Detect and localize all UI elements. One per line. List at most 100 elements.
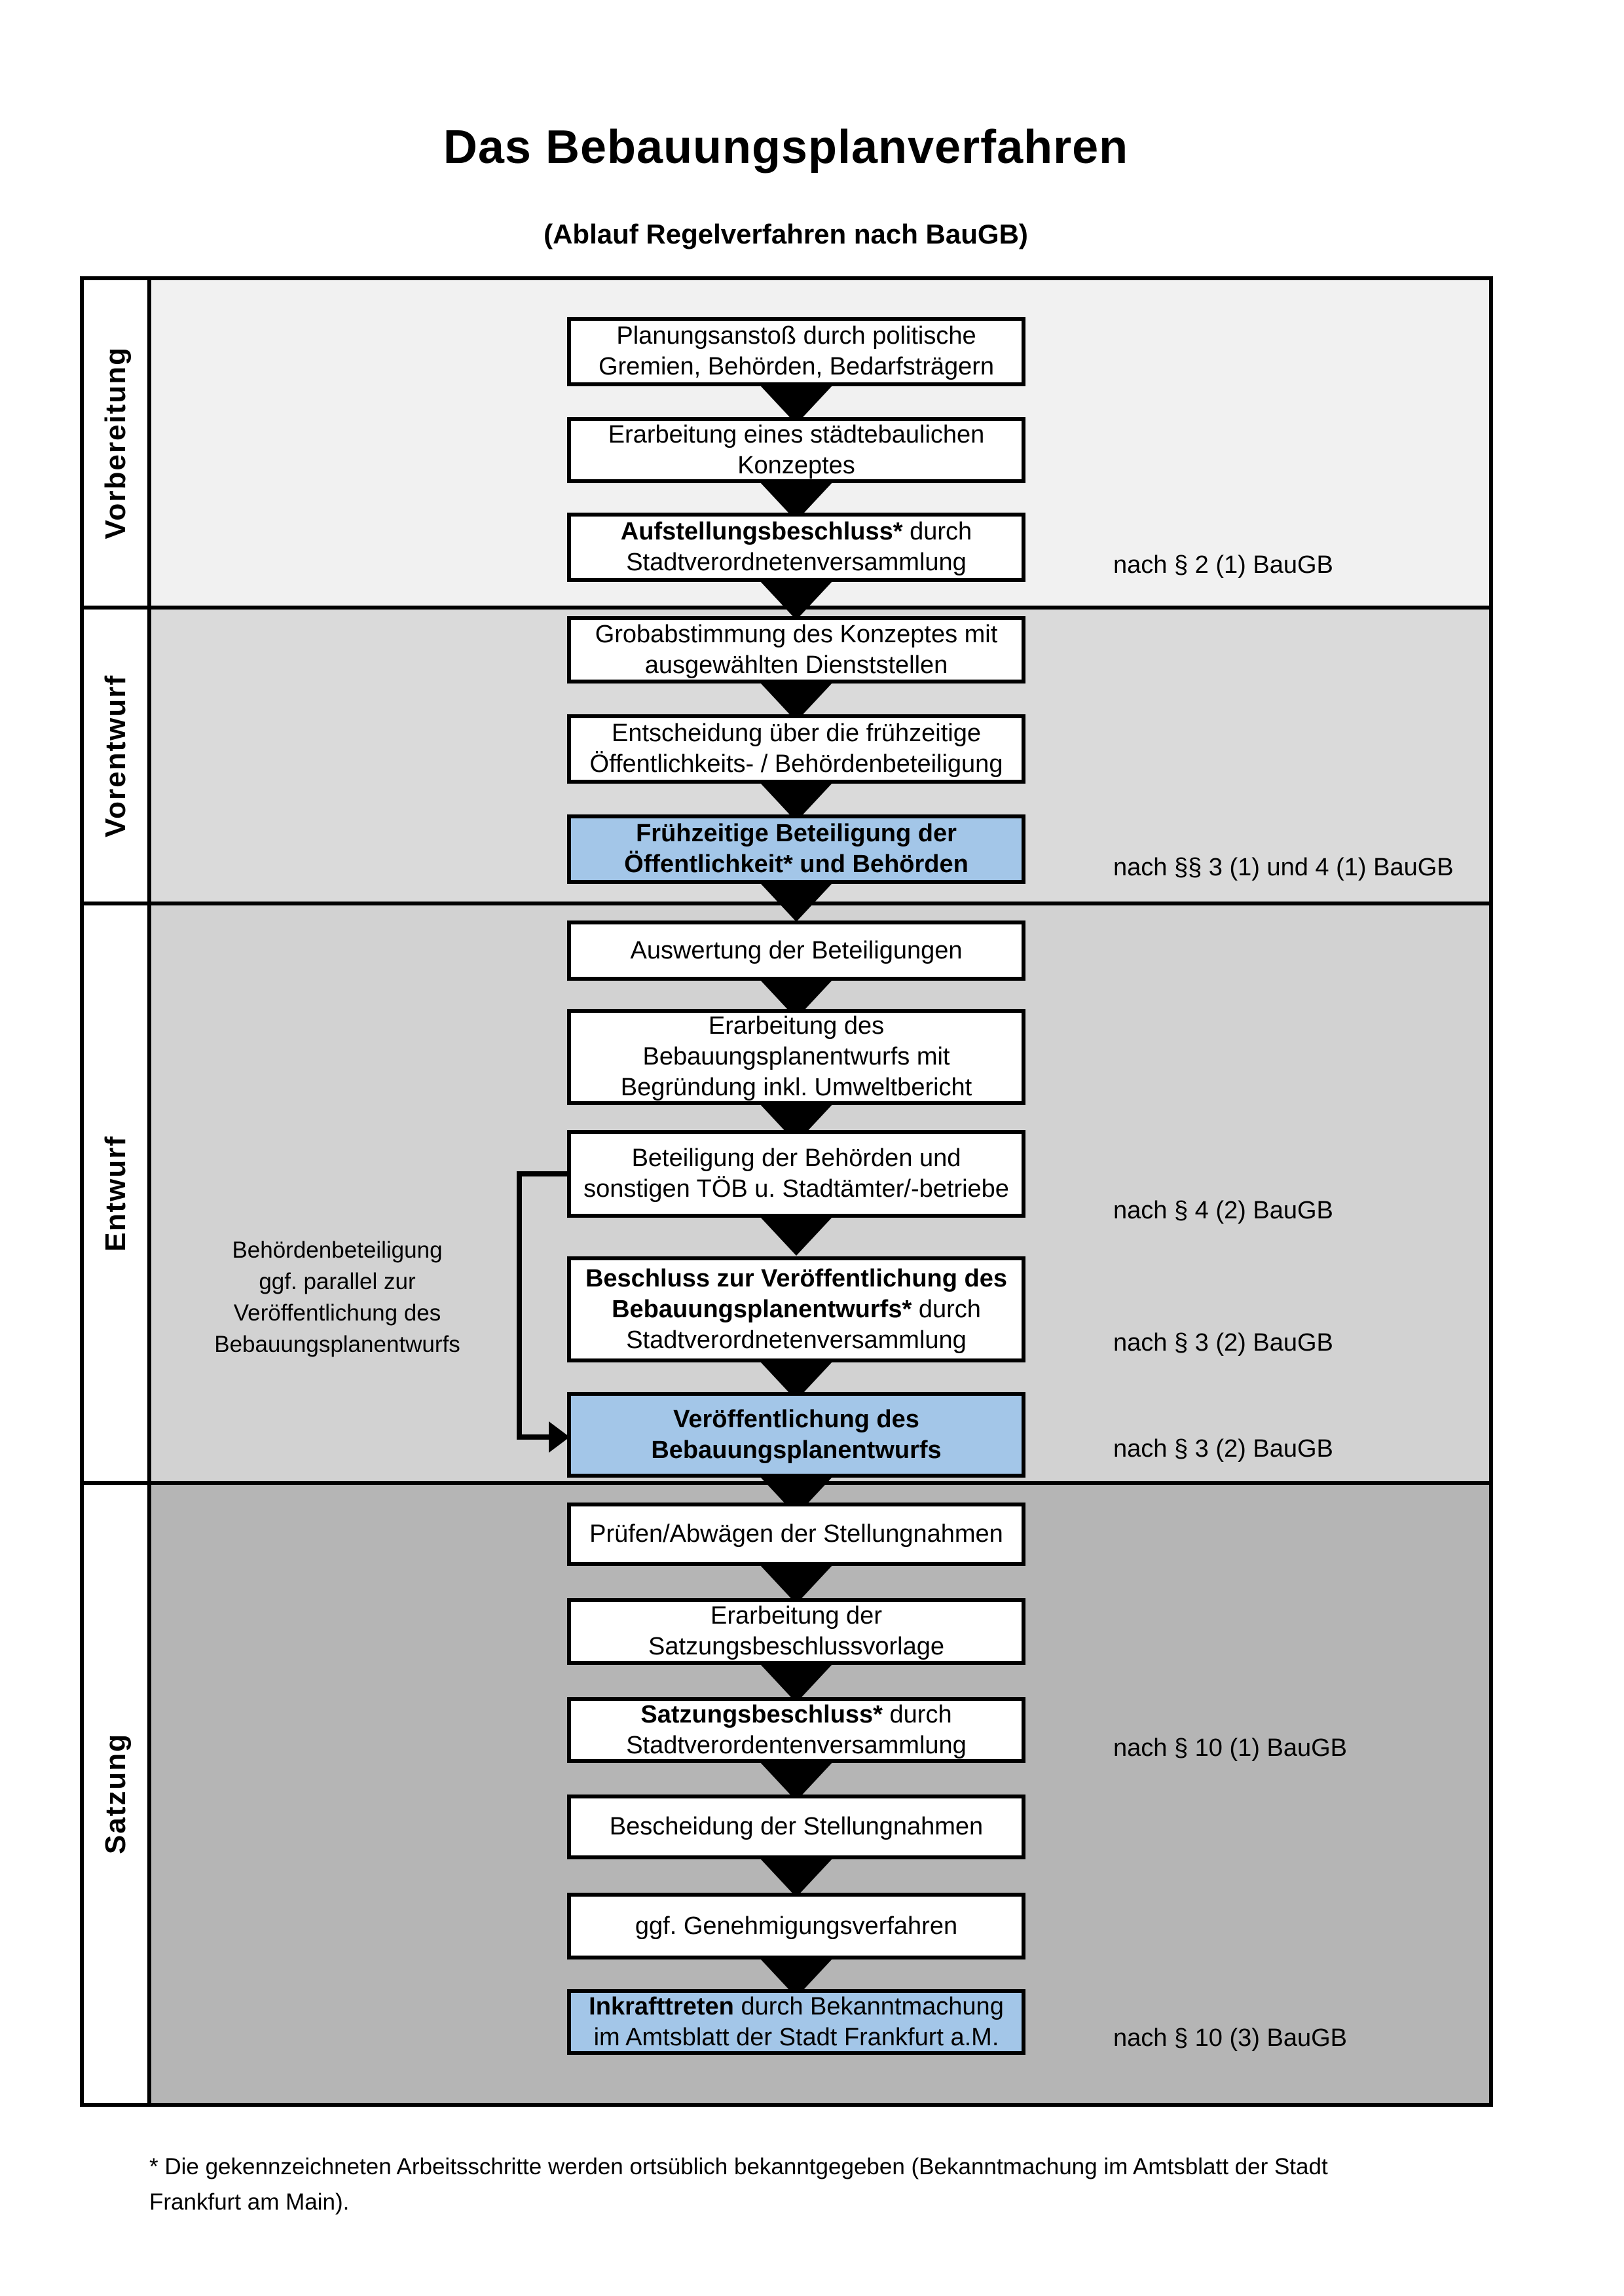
annotation-paragraph-3-4-1: nach §§ 3 (1) und 4 (1) BauGB bbox=[1113, 854, 1454, 881]
side-note-line: Veröffentlichung des bbox=[233, 1300, 441, 1326]
box-text-line: Beteiligung der Behörden und bbox=[632, 1143, 961, 1174]
section-label-vorbereitung: Vorbereitung bbox=[99, 346, 132, 539]
flow-box-konzept-erarbeitung: Erarbeitung eines städtebaulichen Konzep… bbox=[567, 417, 1025, 483]
box-text-bold: Frühzeitige Beteiligung der bbox=[636, 820, 957, 847]
box-text-line: Inkrafttreten durch Bekanntmachung bbox=[589, 1992, 1004, 2022]
box-text-bold: Bebauungsplanentwurfs bbox=[651, 1436, 942, 1464]
flow-box-entscheidung-beteiligung: Entscheidung über die frühzeitige Öffent… bbox=[567, 714, 1025, 784]
annotation-paragraph-10-1: nach § 10 (1) BauGB bbox=[1113, 1734, 1347, 1762]
box-text: durch Bekanntmachung bbox=[733, 1992, 1004, 2020]
box-text-bold: Veröffentlichung des bbox=[673, 1405, 919, 1433]
box-text: Begründung inkl. Umweltbericht bbox=[620, 1074, 972, 1101]
flow-box-behoerdenbeteiligung: Beteiligung der Behörden und sonstigen T… bbox=[567, 1130, 1025, 1218]
annotation-paragraph-3-2-a: nach § 3 (2) BauGB bbox=[1113, 1329, 1333, 1357]
box-text-line: Aufstellungsbeschluss* durch bbox=[621, 517, 972, 547]
box-text-line: Grobabstimmung des Konzeptes mit bbox=[595, 619, 998, 650]
box-text: Erarbeitung eines städtebaulichen bbox=[608, 420, 985, 448]
side-note-line: Bebauungsplanentwurfs bbox=[214, 1332, 460, 1357]
footnote-line: * Die gekennzeichneten Arbeitsschritte w… bbox=[149, 2154, 1328, 2179]
section-label-cell: Satzung bbox=[84, 1485, 151, 2103]
box-text: ggf. Genehmigungsverfahren bbox=[635, 1912, 958, 1940]
box-text: Konzeptes bbox=[737, 451, 855, 479]
flow-box-veroeffentlichung: Veröffentlichung des Bebauungsplanentwur… bbox=[567, 1392, 1025, 1478]
annotation-paragraph-2-1: nach § 2 (1) BauGB bbox=[1113, 551, 1333, 579]
side-note-line: Behördenbeteiligung bbox=[232, 1237, 443, 1263]
box-text-line: Stadtverordnetenversammlung bbox=[626, 547, 967, 578]
box-text-line: Satzungsbeschlussvorlage bbox=[648, 1631, 944, 1662]
box-text-bold: Beschluss zur Veröffentlichung des bbox=[585, 1264, 1008, 1292]
flow-box-inkrafttreten: Inkrafttreten durch Bekanntmachung im Am… bbox=[567, 1989, 1025, 2055]
arrow-down-icon bbox=[760, 1565, 833, 1604]
box-text: Entscheidung über die frühzeitige bbox=[611, 720, 982, 747]
footnote: * Die gekennzeichneten Arbeitsschritte w… bbox=[149, 2149, 1511, 2220]
box-text-line: ausgewählten Dienststellen bbox=[645, 650, 948, 681]
box-text-line: Erarbeitung eines städtebaulichen bbox=[608, 420, 985, 450]
box-text: Bebauungsplanentwurfs mit bbox=[642, 1043, 950, 1070]
flow-box-entwurf-erarbeitung: Erarbeitung des Bebauungsplanentwurfs mi… bbox=[567, 1009, 1025, 1105]
box-text-bold: Bebauungsplanentwurfs* bbox=[612, 1295, 912, 1323]
box-text: Satzungsbeschlussvorlage bbox=[648, 1633, 945, 1660]
section-label-cell: Vorbereitung bbox=[84, 280, 151, 606]
box-text: Bescheidung der Stellungnahmen bbox=[609, 1813, 984, 1840]
box-text: Prüfen/Abwägen der Stellungnahmen bbox=[589, 1520, 1003, 1548]
box-text: im Amtsblatt der Stadt Frankfurt a.M. bbox=[593, 2023, 999, 2051]
box-text-line: Bescheidung der Stellungnahmen bbox=[610, 1812, 983, 1842]
arrow-down-icon bbox=[760, 1216, 833, 1256]
section-label-vorentwurf: Vorentwurf bbox=[99, 674, 132, 837]
box-text: durch bbox=[912, 1295, 981, 1323]
arrow-down-icon bbox=[760, 883, 833, 922]
box-text-line: Auswertung der Beteiligungen bbox=[630, 936, 962, 966]
box-text-bold: Aufstellungsbeschluss* bbox=[620, 518, 903, 545]
flow-box-satzungsbeschluss: Satzungsbeschluss* durch Stadtverordente… bbox=[567, 1697, 1025, 1763]
box-text-line: Beschluss zur Veröffentlichung des bbox=[585, 1264, 1007, 1294]
box-text-line: Konzeptes bbox=[737, 450, 855, 481]
box-text-bold: Inkrafttreten bbox=[589, 1992, 734, 2020]
page-subtitle: (Ablauf Regelverfahren nach BauGB) bbox=[544, 219, 1028, 249]
box-text: Grobabstimmung des Konzeptes mit bbox=[595, 620, 998, 648]
box-text-line: Stadtverordentenversammlung bbox=[626, 1730, 967, 1761]
box-text-line: Bebauungsplanentwurfs mit bbox=[643, 1042, 950, 1072]
box-text: Stadtverordentenversammlung bbox=[626, 1731, 967, 1759]
section-label-entwurf: Entwurf bbox=[99, 1135, 132, 1252]
section-label-cell: Entwurf bbox=[84, 905, 151, 1481]
connector-line bbox=[517, 1171, 570, 1176]
box-text: Planungsanstoß durch politische bbox=[616, 322, 976, 350]
flow-box-aufstellungsbeschluss: Aufstellungsbeschluss* durch Stadtverord… bbox=[567, 513, 1025, 582]
box-text-line: Bebauungsplanentwurfs bbox=[651, 1435, 941, 1466]
flow-box-auswertung: Auswertung der Beteiligungen bbox=[567, 920, 1025, 981]
side-note: Behördenbeteiligung ggf. parallel zur Ve… bbox=[196, 1235, 478, 1360]
box-text-line: Öffentlichkeits- / Behördenbeteiligung bbox=[590, 749, 1003, 780]
annotation-paragraph-10-3: nach § 10 (3) BauGB bbox=[1113, 2024, 1347, 2052]
box-text: Stadtverordnetenversammlung bbox=[626, 549, 967, 576]
arrow-down-icon bbox=[760, 1858, 833, 1897]
box-text-line: Prüfen/Abwägen der Stellungnahmen bbox=[589, 1519, 1003, 1550]
box-text: Gremien, Behörden, Bedarfsträgern bbox=[598, 353, 995, 380]
section-label-cell: Vorentwurf bbox=[84, 610, 151, 902]
flow-box-planungsanstoss: Planungsanstoß durch politische Gremien,… bbox=[567, 317, 1025, 386]
box-text: durch bbox=[882, 1700, 952, 1728]
flow-box-grobabstimmung: Grobabstimmung des Konzeptes mit ausgewä… bbox=[567, 616, 1025, 683]
side-note-line: ggf. parallel zur bbox=[259, 1269, 416, 1294]
box-text-line: Planungsanstoß durch politische bbox=[616, 321, 976, 352]
box-text: durch bbox=[902, 518, 972, 545]
box-text-line: im Amtsblatt der Stadt Frankfurt a.M. bbox=[594, 2022, 999, 2053]
box-text-line: ggf. Genehmigungsverfahren bbox=[635, 1911, 957, 1942]
box-text-line: Erarbeitung des bbox=[709, 1011, 884, 1042]
box-text-line: Entscheidung über die frühzeitige bbox=[612, 718, 981, 749]
box-text-bold: Satzungsbeschluss* bbox=[640, 1700, 883, 1728]
box-text-line: Bebauungsplanentwurfs* durch bbox=[612, 1294, 981, 1325]
box-text-line: Veröffentlichung des bbox=[673, 1404, 919, 1435]
section-label-satzung: Satzung bbox=[99, 1733, 132, 1855]
flow-box-pruefen-abwaegen: Prüfen/Abwägen der Stellungnahmen bbox=[567, 1503, 1025, 1566]
connector-line bbox=[517, 1171, 522, 1440]
box-text-line: Erarbeitung der bbox=[710, 1601, 882, 1631]
box-text: Erarbeitung der bbox=[710, 1602, 882, 1630]
flow-box-veroeffentlichungsbeschluss: Beschluss zur Veröffentlichung des Bebau… bbox=[567, 1256, 1025, 1362]
footnote-line: Frankfurt am Main). bbox=[149, 2189, 350, 2215]
box-text: Auswertung der Beteiligungen bbox=[630, 936, 963, 964]
arrow-down-icon bbox=[760, 1664, 833, 1703]
flow-box-genehmigungsverfahren: ggf. Genehmigungsverfahren bbox=[567, 1893, 1025, 1959]
box-text-line: Frühzeitige Beteiligung der bbox=[636, 818, 957, 849]
box-text-line: Öffentlichkeit* und Behörden bbox=[624, 849, 969, 880]
